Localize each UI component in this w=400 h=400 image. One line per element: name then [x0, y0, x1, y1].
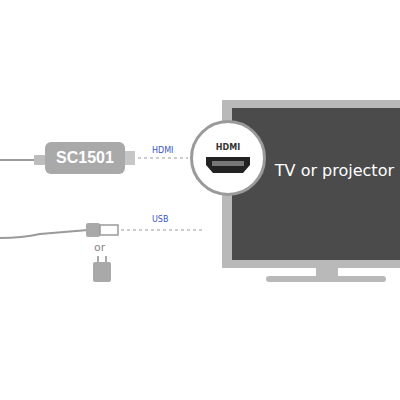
- socket-shell: [206, 157, 250, 173]
- usb-plug-body: [86, 223, 100, 237]
- dashed-connector: [138, 157, 188, 158]
- tv-screen: TV or projector: [232, 108, 400, 260]
- adapter-prong: [105, 256, 107, 262]
- hdmi-socket: [193, 123, 263, 193]
- node-text: TV or projector: [275, 161, 394, 180]
- dongle-box: SC1501: [45, 142, 125, 174]
- node-text: SC1501: [56, 149, 114, 167]
- hdmi-port-circle: HDMI: [190, 120, 266, 196]
- micro-usb-plug: [34, 155, 45, 165]
- signal-label: HDMI: [150, 146, 175, 155]
- or-text: or: [92, 241, 107, 254]
- tv-base: [266, 276, 386, 282]
- signal-label: USB: [150, 215, 170, 224]
- node-text: HDMI: [193, 143, 263, 152]
- usb-cable: [0, 230, 88, 238]
- socket-pins: [212, 161, 244, 166]
- hdmi-plug-tip: [125, 151, 135, 165]
- power-adapter: [93, 262, 111, 282]
- adapter-prong: [97, 256, 99, 262]
- usb-plug-tip: [100, 225, 118, 235]
- power-cable: [0, 159, 36, 161]
- usb-dashed-line: [121, 229, 205, 230]
